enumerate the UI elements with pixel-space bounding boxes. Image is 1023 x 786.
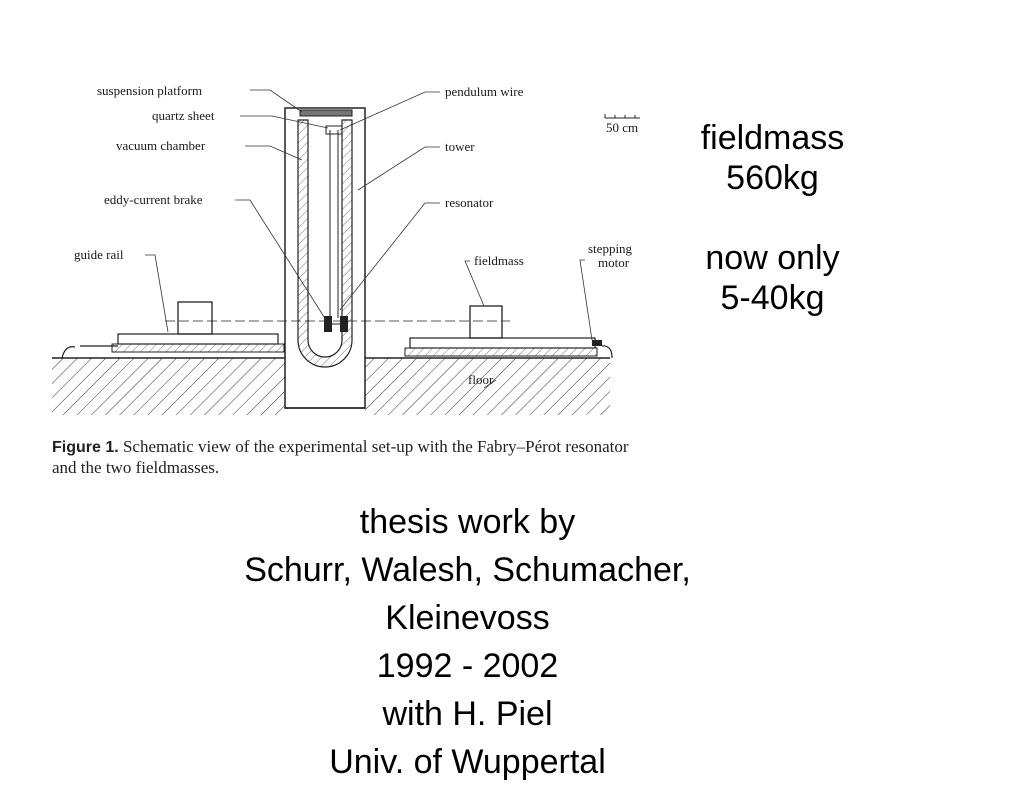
label-suspension-platform: suspension platform [97,83,202,98]
credit-line: Univ. of Wuppertal [329,743,606,781]
figure-caption-text: Schematic view of the experimental set-u… [52,437,629,477]
right-fieldmass-assembly [404,305,613,359]
credit-line: Schurr, Walesh, Schumacher, [244,551,691,589]
left-fieldmass-assembly [61,301,285,359]
figure-label: Figure 1. [52,439,119,456]
fieldmass-note: fieldmass 560kg now only 5-40kg [650,118,895,318]
leader-lines [145,89,593,389]
credit-line: Kleinevoss [385,599,550,637]
quartz-sheet [325,125,343,135]
floor-hatching [52,357,610,415]
label-eddy-current-brake: eddy-current brake [104,192,203,207]
label-stepping-motor: motor [598,255,630,270]
note-line: 5-40kg [720,279,825,317]
credit-line: thesis work by [359,503,576,541]
note-line: 560kg [726,159,819,197]
label-pendulum-wire: pendulum wire [445,84,524,99]
tower [284,107,366,409]
label-quartz-sheet: quartz sheet [152,108,215,123]
label-vacuum-chamber: vacuum chamber [116,138,206,153]
note-line: now only [705,239,840,277]
label-fieldmass: fieldmass [474,253,524,268]
vacuum-chamber [297,119,353,368]
label-resonator: resonator [445,195,494,210]
label-floor: floor [468,372,494,387]
note-line: fieldmass [700,119,845,157]
figure-caption: Figure 1. Schematic view of the experime… [52,437,652,478]
credit-line: with H. Piel [382,695,553,733]
label-scale-bar: 50 cm [606,120,638,135]
label-tower: tower [445,139,475,154]
thesis-credits: thesis work by Schurr, Walesh, Schumache… [100,498,835,786]
resonator [324,316,348,332]
note-line [650,198,895,238]
experimental-setup-diagram: suspension platform quartz sheet vacuum … [52,83,640,415]
label-guide-rail: guide rail [74,247,124,262]
credit-line: 1992 - 2002 [376,647,559,685]
scale-bar [604,114,640,119]
suspension-platform [299,109,353,117]
label-stepping-motor: stepping [588,241,633,256]
